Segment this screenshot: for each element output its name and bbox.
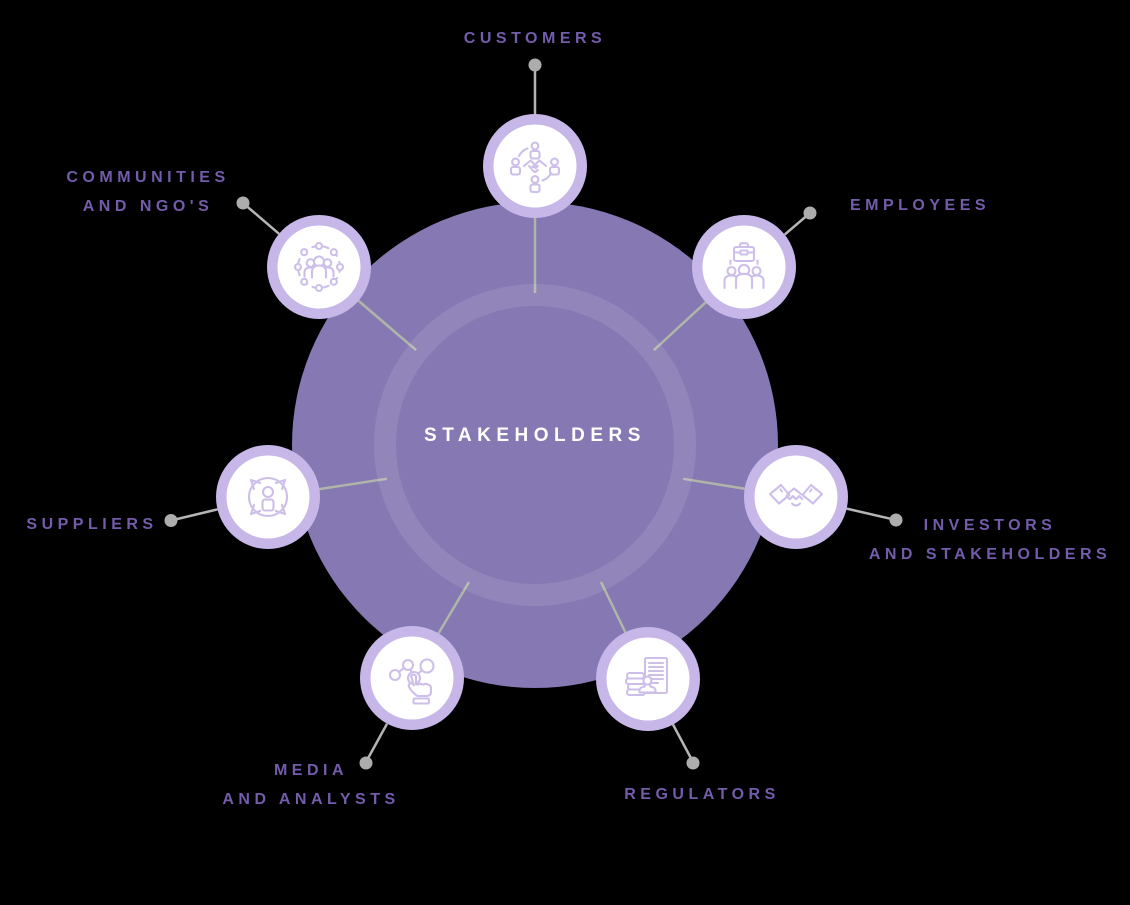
label-communities-and-ngos: COMMUNITIES AND NGO'S: [66, 163, 229, 221]
hub-inner-ring: [374, 284, 696, 606]
label-media-and-analysts: MEDIA AND ANALYSTS: [222, 756, 399, 814]
node-media-analysts: [360, 626, 464, 730]
label-line: EMPLOYEES: [849, 197, 991, 214]
label-investors-and-stakeholders: INVESTORS AND STAKEHOLDERS: [869, 511, 1111, 569]
suppliers-distribution-person-icon: [247, 476, 289, 518]
node-employees: [692, 215, 796, 319]
label-suppliers: SUPPLIERS: [26, 510, 157, 539]
node-customers: [483, 114, 587, 218]
node-investors: [744, 445, 848, 549]
customers-handshake-network-icon: [509, 141, 561, 194]
media-analytics-touch-icon: [388, 658, 435, 705]
label-line: CUSTOMERS: [463, 30, 607, 47]
label-line: AND STAKEHOLDERS: [868, 546, 1112, 563]
label-connector-dots: [164, 58, 903, 770]
hub-title: STAKEHOLDERS: [424, 425, 646, 446]
label-customers: CUSTOMERS: [464, 24, 606, 53]
label-line: INVESTORS: [923, 517, 1057, 534]
label-line: REGULATORS: [624, 786, 780, 803]
node-communities: [267, 215, 371, 319]
investors-handshake-icon: [768, 483, 824, 507]
label-line: AND NGO'S: [82, 198, 214, 215]
communities-people-network-icon: [293, 241, 345, 293]
label-line: COMMUNITIES: [66, 169, 230, 186]
label-line: SUPPLIERS: [26, 516, 158, 533]
employees-team-briefcase-icon: [723, 242, 765, 290]
label-line: MEDIA: [273, 762, 349, 779]
node-suppliers: [216, 445, 320, 549]
regulators-document-stamp-icon: [624, 656, 669, 697]
label-line: AND ANALYSTS: [222, 791, 400, 808]
label-employees: EMPLOYEES: [850, 191, 990, 220]
node-regulators: [596, 627, 700, 731]
label-regulators: REGULATORS: [624, 780, 780, 809]
